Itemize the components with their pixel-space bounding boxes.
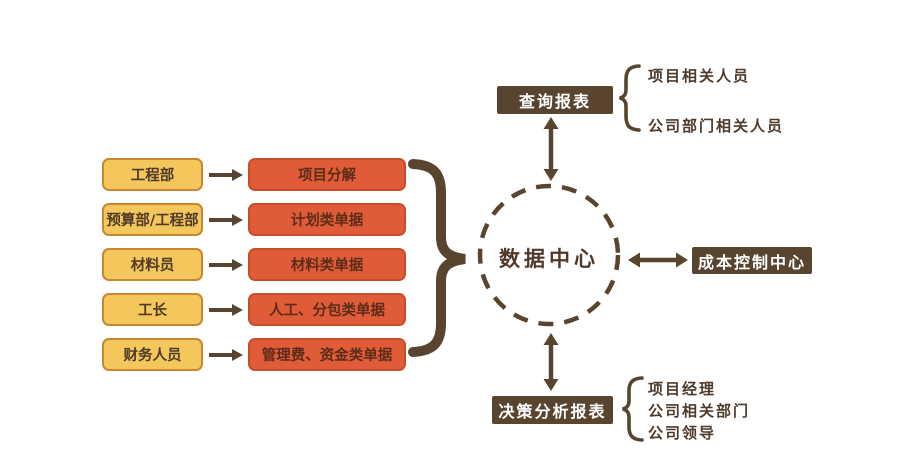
audience-label-company-related-depts: 公司相关部门 [648,402,751,420]
document-box-overhead-funds-documents: 管理费、资金类单据 [248,338,406,371]
flow-row-2: 预算部/工程部 计划类单据 [102,203,406,236]
right-arrow-icon [203,303,248,317]
right-arrow-icon [203,348,248,362]
double-arrow-vertical-icon [543,117,559,181]
flow-row-3: 材料员 材料类单据 [102,248,406,281]
audience-label-project-manager: 项目经理 [648,380,717,398]
source-box-foreman: 工长 [102,293,203,326]
right-arrow-icon [203,168,248,182]
audience-label-company-leaders: 公司领导 [648,424,717,442]
cost-control-center-box: 成本控制中心 [692,247,812,274]
flow-row-5: 财务人员 管理费、资金类单据 [102,338,406,371]
flow-row-4: 工长 人工、分包类单据 [102,293,406,326]
small-curly-brace-icon [618,64,642,132]
right-arrow-icon [203,213,248,227]
input-flow-list: 工程部 项目分解 预算部/工程部 计划类单据 材料员 材料类单据 [102,158,406,371]
source-box-budget-engineering: 预算部/工程部 [102,203,203,236]
source-box-material-clerk: 材料员 [102,248,203,281]
big-curly-brace-icon [406,157,472,359]
audience-label-company-dept-staff: 公司部门相关人员 [648,117,785,135]
source-box-finance-staff: 财务人员 [102,338,203,371]
document-box-material-documents: 材料类单据 [248,248,406,281]
query-reports-box: 查询报表 [497,86,613,114]
source-box-engineering: 工程部 [102,158,203,191]
document-box-labor-subcontract-documents: 人工、分包类单据 [248,293,406,326]
data-center-label: 数据中心 [499,247,599,271]
decision-analysis-reports-box: 决策分析报表 [492,396,613,424]
flow-row-1: 工程部 项目分解 [102,158,406,191]
audience-label-project-staff: 项目相关人员 [648,67,751,85]
right-arrow-icon [203,258,248,272]
document-box-plan-documents: 计划类单据 [248,203,406,236]
double-arrow-vertical-icon [543,333,559,391]
data-center-circle [476,182,622,328]
double-arrow-horizontal-icon [628,252,688,268]
small-curly-brace-icon [621,376,645,442]
document-box-project-breakdown: 项目分解 [248,158,406,191]
